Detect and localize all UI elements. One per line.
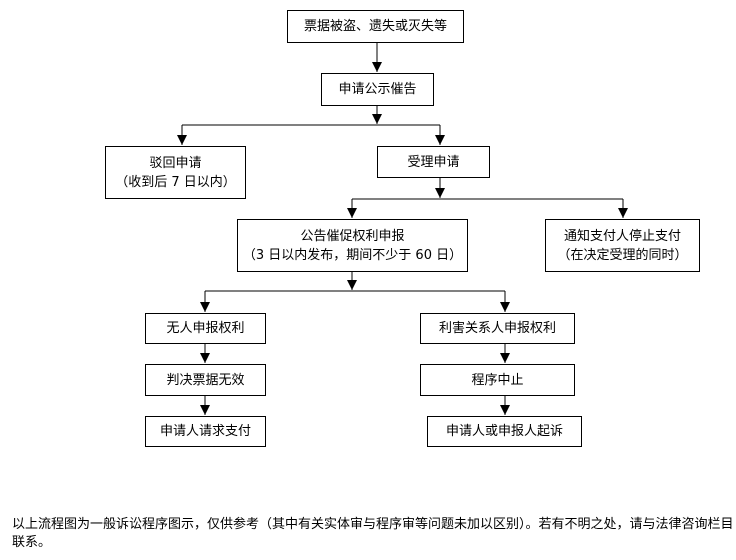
node-apply-label: 申请公示催告 [338, 82, 417, 97]
node-lawsuit: 申请人或申报人起诉 [427, 416, 582, 447]
node-judge-invalid-label: 判决票据无效 [166, 372, 245, 388]
node-notify-note: （在决定受理的同时） [557, 247, 688, 263]
node-request-payment-label: 申请人请求支付 [159, 424, 251, 439]
node-no-claim-label: 无人申报权利 [166, 321, 245, 336]
node-terminate: 程序中止 [420, 364, 575, 396]
node-reject-label: 驳回申请 [149, 155, 202, 171]
node-request-payment: 申请人请求支付 [145, 416, 266, 447]
node-interested-claim: 利害关系人申报权利 [420, 313, 575, 344]
node-no-claim: 无人申报权利 [145, 313, 266, 344]
footnote-text: 以上流程图为一般诉讼程序图示，仅供参考（其中有关实体审与程序审等问题未加以区别）… [12, 517, 734, 550]
node-interested-claim-label: 利害关系人申报权利 [438, 321, 556, 336]
node-notify-label: 通知支付人停止支付 [563, 228, 681, 244]
node-announce-label: 公告催促权利申报 [300, 228, 405, 244]
node-loss-label: 票据被盗、遗失或灭失等 [303, 19, 447, 34]
node-accept: 受理申请 [377, 146, 490, 178]
node-loss: 票据被盗、遗失或灭失等 [287, 10, 464, 43]
node-notify: 通知支付人停止支付 （在决定受理的同时） [545, 219, 700, 272]
node-lawsuit-label: 申请人或申报人起诉 [445, 424, 563, 439]
node-announce: 公告催促权利申报 （3 日以内发布，期间不少于 60 日） [237, 219, 468, 272]
node-reject: 驳回申请 （收到后 7 日以内） [105, 146, 246, 199]
node-reject-note: （收到后 7 日以内） [115, 174, 236, 190]
node-announce-note: （3 日以内发布，期间不少于 60 日） [242, 247, 463, 263]
node-accept-label: 受理申请 [407, 154, 460, 170]
flowchart-connectors [177, 42, 628, 415]
node-terminate-label: 程序中止 [471, 372, 524, 388]
node-apply: 申请公示催告 [321, 73, 434, 106]
node-judge-invalid: 判决票据无效 [145, 364, 266, 396]
